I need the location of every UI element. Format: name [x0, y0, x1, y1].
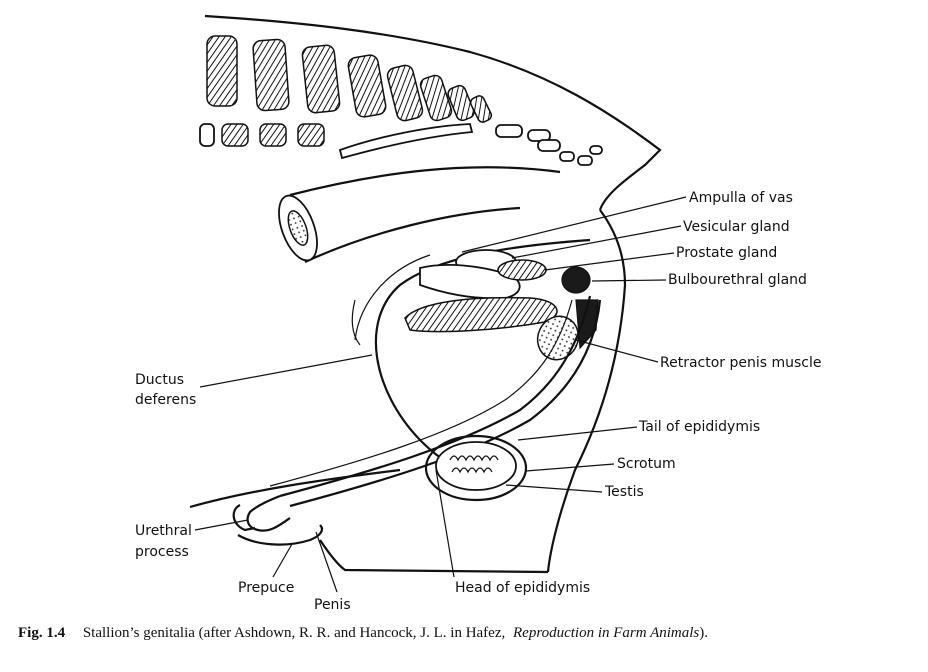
testis-group [424, 434, 528, 502]
caption-book-title: Reproduction in Farm Animals [512, 625, 699, 641]
vesicular-gland-shape [419, 264, 521, 300]
figure-caption: Fig. 1.4 Stallion’s genitalia (after Ash… [18, 625, 708, 641]
vertebral-bodies [206, 35, 493, 123]
label-ductus-deferens-2: deferens [135, 392, 196, 408]
accessory-glands [404, 249, 599, 361]
label-urethral-process-2: process [135, 544, 189, 560]
label-tail-of-epididymis: Tail of epididymis [638, 419, 760, 435]
spine [199, 14, 662, 211]
urethral-process-shape [232, 504, 256, 532]
label-scrotum: Scrotum [617, 456, 676, 472]
caption-end: ). [699, 625, 708, 641]
rectum [278, 166, 561, 263]
label-prepuce: Prepuce [238, 580, 294, 596]
caption-text: Stallion’s genitalia (after Ashdown, R. … [83, 625, 505, 641]
epididymis-coil [449, 455, 499, 474]
leader-lines [194, 196, 687, 593]
figure-number: Fig. 1.4 [18, 625, 66, 641]
label-testis: Testis [604, 484, 644, 500]
label-head-of-epididymis: Head of epididymis [455, 580, 590, 596]
prepuce-shape [237, 524, 324, 546]
label-ampulla: Ampulla of vas [689, 190, 793, 206]
label-retractor-penis-muscle: Retractor penis muscle [660, 355, 822, 371]
label-bulbourethral-gland: Bulbourethral gland [668, 272, 807, 288]
bladder-shape [404, 296, 558, 333]
label-urethral-process-1: Urethral [135, 523, 192, 539]
penis-tract [232, 295, 602, 546]
label-ductus-deferens-1: Ductus [135, 372, 184, 388]
label-vesicular-gland: Vesicular gland [683, 219, 790, 235]
testis-shape [435, 441, 517, 491]
labels: Ampulla of vas Vesicular gland Prostate … [135, 190, 822, 613]
spinal-canal-segments [199, 123, 603, 166]
back-outline [204, 14, 662, 211]
label-prostate-gland: Prostate gland [676, 245, 777, 261]
bulbourethral-shape [561, 266, 591, 294]
label-penis: Penis [314, 597, 351, 613]
body-outline [189, 209, 627, 574]
scrotum-shape [424, 434, 528, 502]
prostate-shape [497, 259, 547, 281]
